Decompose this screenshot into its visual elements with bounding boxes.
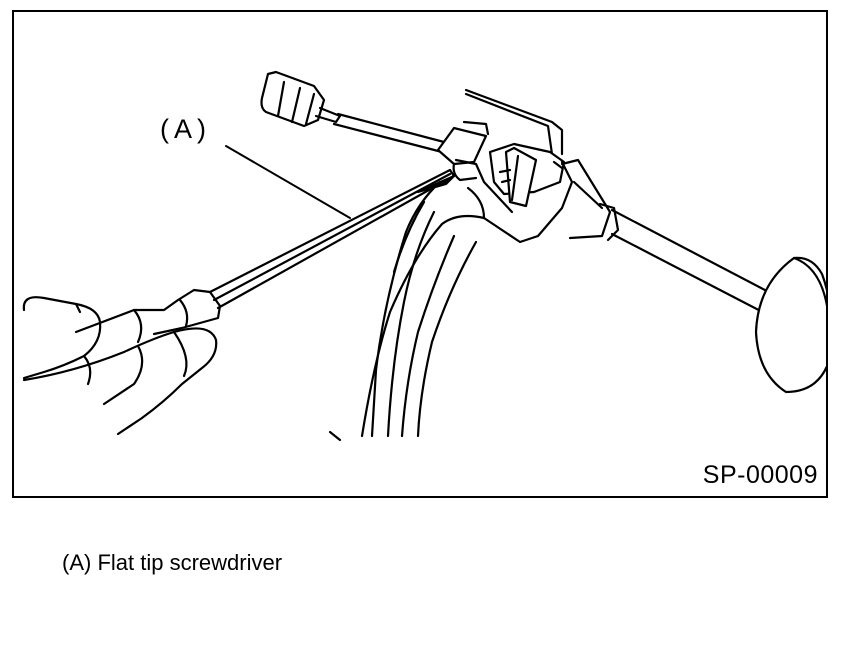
tester-shaft (560, 158, 826, 394)
figure-code: SP-00009 (702, 461, 818, 489)
illustration (22, 70, 826, 442)
figure-caption: (A) Flat tip screwdriver (62, 550, 283, 575)
connector (436, 88, 566, 214)
screwdriver (74, 168, 456, 344)
probe-tool (260, 70, 446, 154)
figure-frame: (A) SP-00009 (12, 10, 828, 498)
callout-leader-line (225, 145, 351, 219)
harness-clamp (328, 160, 574, 442)
hand (22, 296, 218, 436)
callout-label-a: (A) (160, 114, 211, 144)
